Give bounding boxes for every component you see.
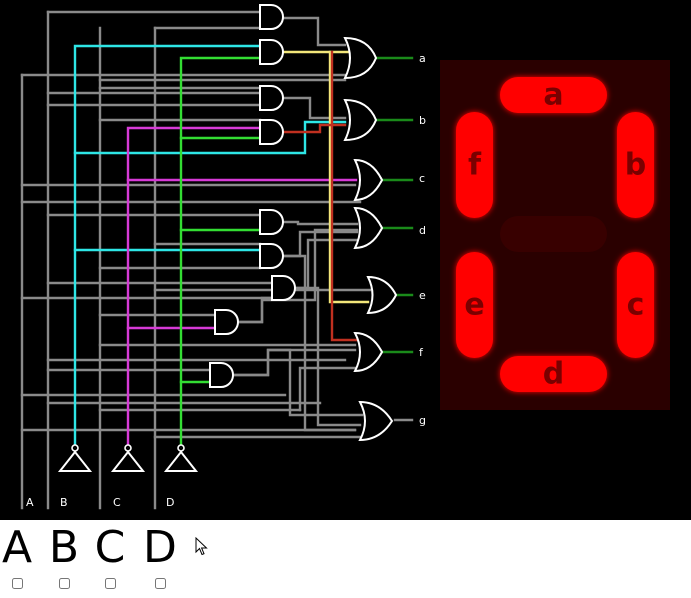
- segment-f: [456, 112, 493, 218]
- segment-c: [617, 252, 654, 358]
- input-checkbox-A[interactable]: [11, 578, 23, 589]
- wires-input-D: [179, 56, 262, 448]
- not-gates: [57, 444, 199, 472]
- wires-highlight: [278, 50, 370, 304]
- or-gate-a: [343, 36, 378, 80]
- input-control-D: D: [137, 520, 183, 589]
- segment-b: [617, 112, 654, 218]
- input-wire-labels: A B C D: [26, 496, 174, 509]
- segment-d: [500, 356, 607, 392]
- wires-default: [20, 10, 414, 510]
- output-label-d: d: [419, 224, 426, 237]
- logic-circuit-diagram: A B C D a b c d e f g a b c d e f: [0, 0, 691, 520]
- or-gate-f: [353, 331, 384, 373]
- output-label-a: a: [419, 52, 426, 65]
- not-bubble-C: [124, 444, 132, 452]
- input-letter-A: A: [1, 522, 33, 573]
- input-checkbox-D[interactable]: [154, 578, 166, 589]
- input-letter-B: B: [48, 522, 80, 573]
- not-bubble-B: [71, 444, 79, 452]
- and-gate: [259, 119, 284, 145]
- and-gate: [271, 275, 296, 301]
- and-gate: [209, 362, 234, 388]
- segment-e: [456, 252, 493, 358]
- and-gate: [259, 209, 284, 235]
- input-letter-D: D: [143, 522, 177, 573]
- or-gate-c: [353, 158, 384, 202]
- input-control-A: A: [0, 520, 40, 589]
- segment-label-f: f: [468, 148, 482, 183]
- or-gate-d: [353, 206, 384, 250]
- output-label-b: b: [419, 114, 426, 127]
- seven-segment-display: a b c d e f: [440, 60, 670, 410]
- input-checkbox-C[interactable]: [104, 578, 116, 589]
- output-label-g: g: [419, 414, 426, 427]
- output-label-f: f: [419, 346, 424, 359]
- segment-label-c: c: [627, 288, 645, 323]
- segment-label-a: a: [543, 78, 563, 113]
- segment-label-b: b: [625, 148, 646, 183]
- segment-label-d: d: [543, 357, 564, 392]
- wires-output: [374, 56, 414, 354]
- input-controls: A B C D: [0, 520, 691, 598]
- wires-red: [278, 50, 358, 342]
- or-gate-e: [366, 275, 398, 315]
- input-letter-C: C: [94, 522, 126, 573]
- and-gate: [259, 4, 284, 30]
- not-gate-B: [57, 450, 93, 472]
- or-gate-g: [358, 400, 394, 442]
- and-gate: [259, 39, 284, 65]
- wires-input-C: [126, 126, 358, 448]
- wire-label-B: B: [60, 496, 68, 509]
- output-labels: a b c d e f g: [419, 52, 426, 427]
- or-gate-b: [343, 98, 378, 142]
- not-gate-D: [163, 450, 199, 472]
- wire-label-C: C: [113, 496, 121, 509]
- or-gates: [343, 36, 398, 442]
- output-label-c: c: [419, 172, 425, 185]
- output-label-e: e: [419, 289, 426, 302]
- segment-label-e: e: [464, 288, 484, 323]
- wire-label-D: D: [166, 496, 174, 509]
- and-gate: [259, 243, 284, 269]
- segment-a: [500, 77, 607, 113]
- and-gate: [214, 309, 239, 335]
- wire-label-A: A: [26, 496, 34, 509]
- not-bubble-D: [177, 444, 185, 452]
- and-gate: [259, 85, 284, 111]
- input-checkbox-B[interactable]: [58, 578, 70, 589]
- not-gate-C: [110, 450, 146, 472]
- segment-g: [500, 216, 607, 252]
- mouse-cursor-icon: [195, 537, 208, 556]
- wires-input-B: [73, 44, 347, 448]
- and-gates: [209, 4, 296, 388]
- input-control-C: C: [87, 520, 133, 589]
- input-control-B: B: [41, 520, 87, 589]
